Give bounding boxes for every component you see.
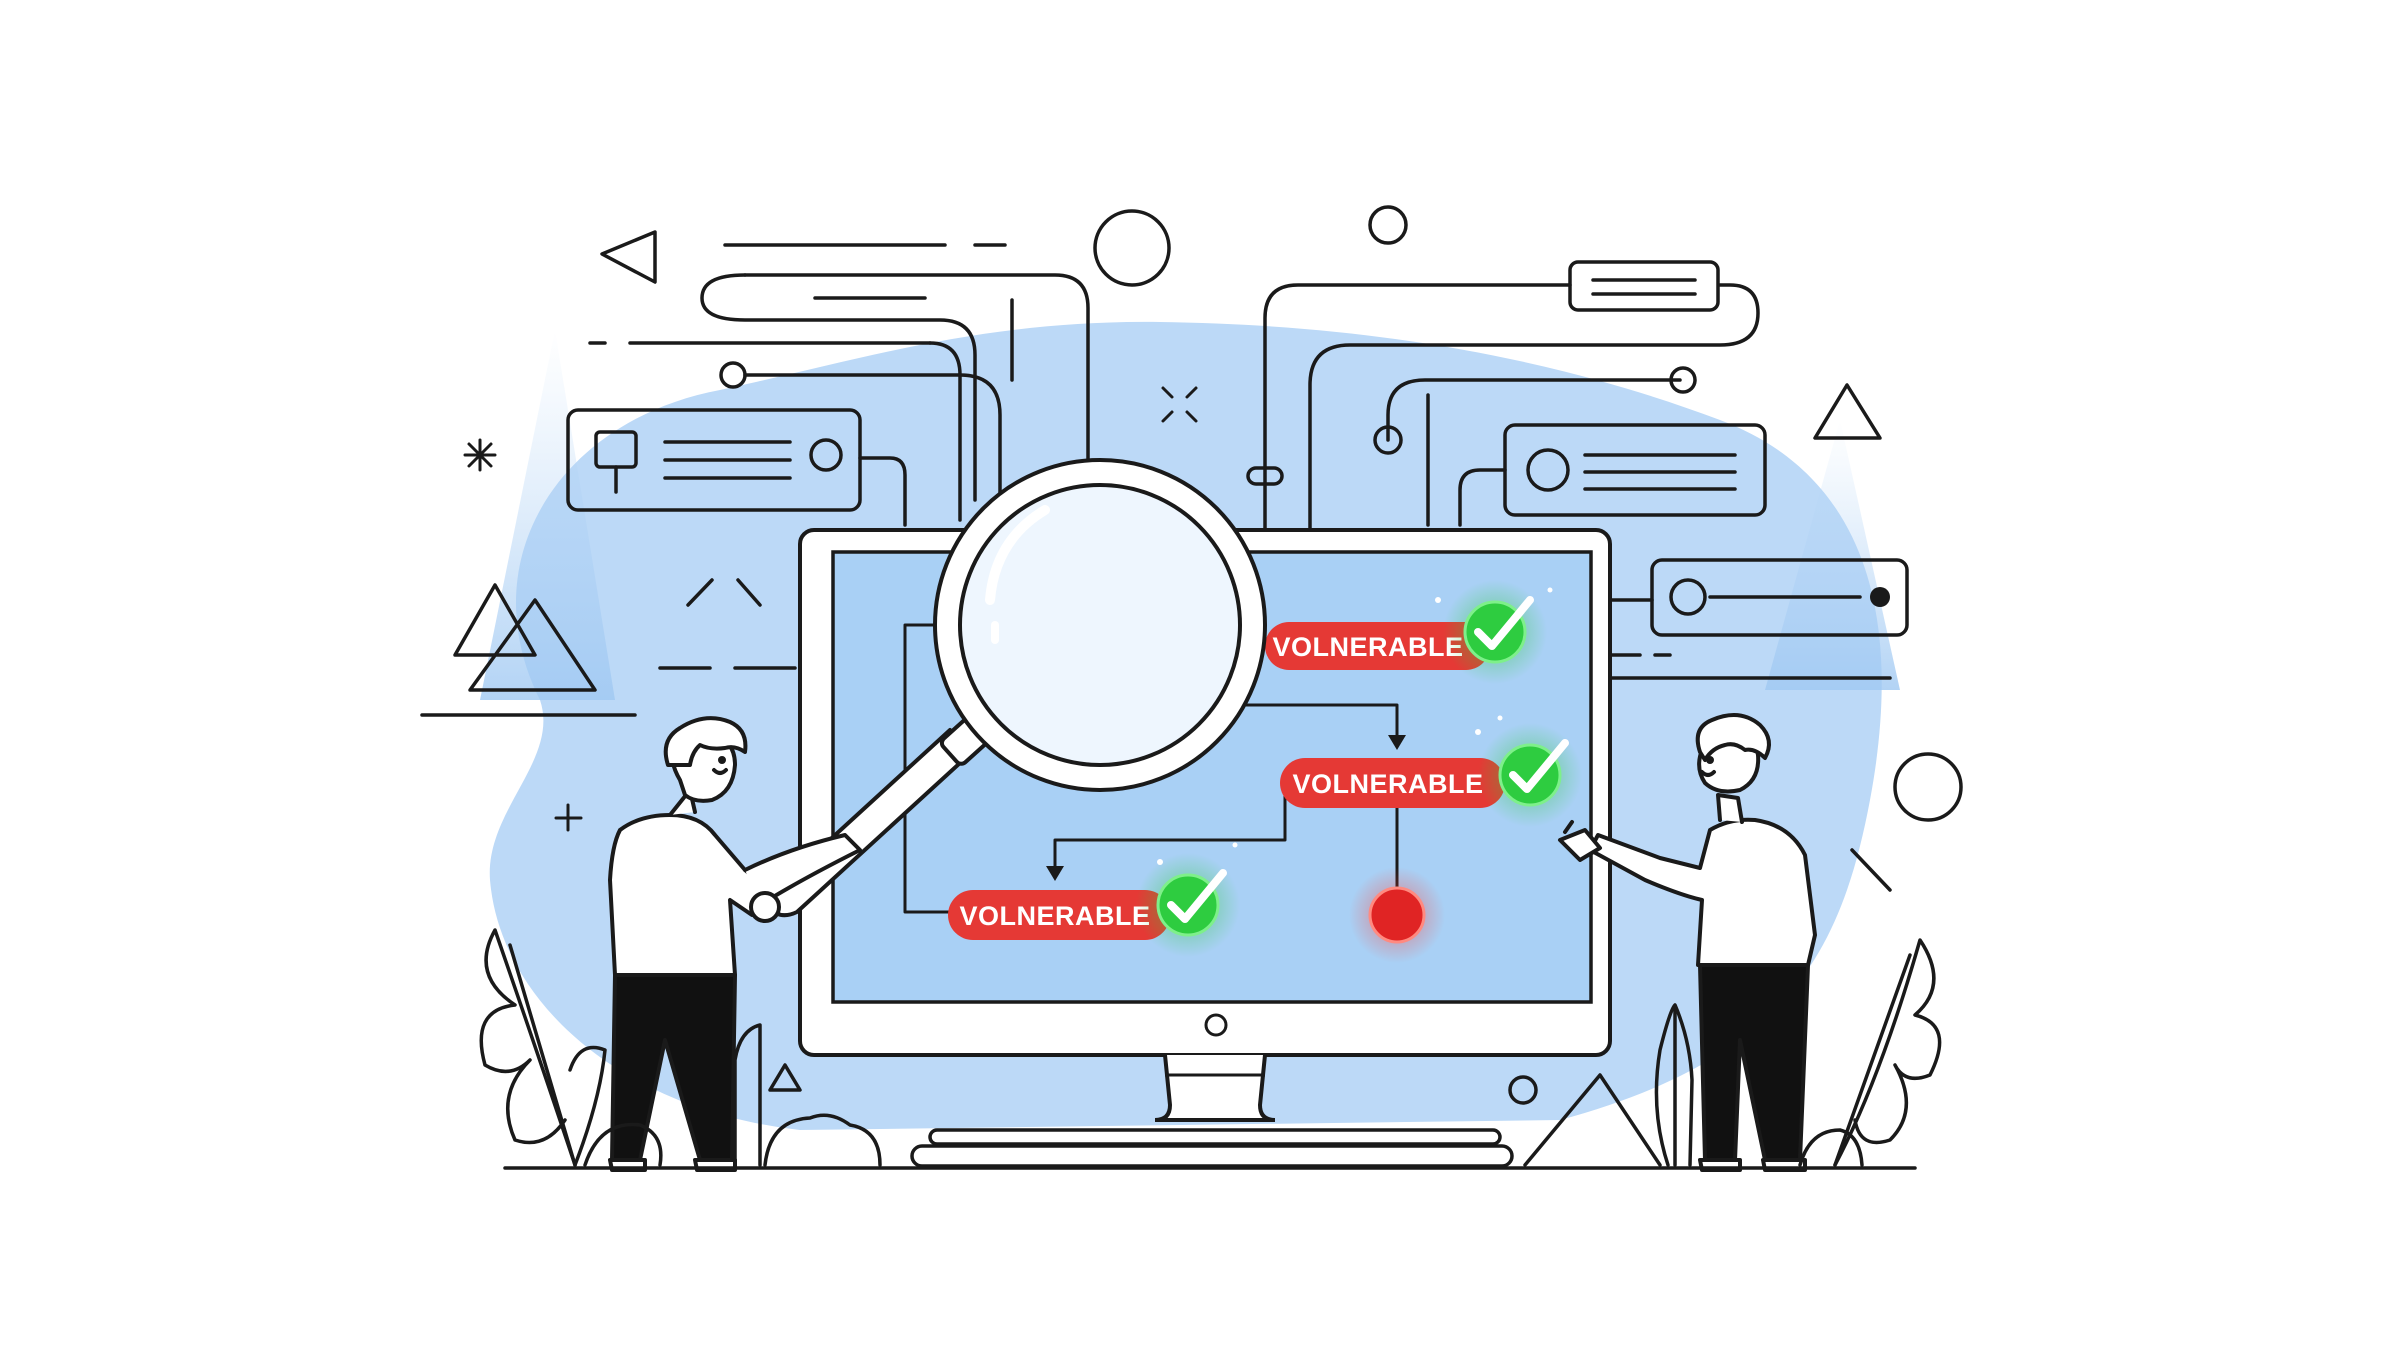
check-icon [1498,743,1562,807]
vulnerability-node [1349,867,1445,963]
check-icon [1463,600,1527,664]
sparkle-icon [554,803,583,832]
info-card-top-right [1568,260,1720,312]
triangle-icon [1813,383,1882,440]
mountain-icon [468,598,597,692]
circle-icon [1893,752,1963,822]
circuit-node [719,361,747,389]
circuit-line [858,456,907,527]
circuit-capsule [1246,466,1284,486]
badge-label: VOLNERABLE [959,901,1150,931]
circuit-line [1308,283,1760,532]
plant-icon [1833,938,1942,1167]
plant-icon [1654,1003,1694,1167]
bush-icon [763,1113,882,1167]
person-left [608,716,862,1172]
decor-line [1850,848,1892,892]
sparkle-icon [1161,386,1198,423]
badge-label: VOLNERABLE [1272,632,1463,662]
circuit-line [1386,378,1682,442]
circle-icon [1368,205,1408,245]
vulnerability-badge: VOLNERABLE [1280,723,1582,827]
vulnerability-badge: VOLNERABLE [1265,580,1547,684]
info-card-left [566,408,862,512]
plant-icon [479,928,577,1167]
plant-icon [568,1045,607,1167]
circuit-line [700,273,977,502]
circuit-line [1458,468,1507,527]
monitor-stand [1154,1054,1276,1122]
arrow-head-icon [1046,866,1064,881]
circle-icon [1526,448,1570,492]
mountain-icon [1523,1073,1662,1167]
sparkle-icon [463,438,497,472]
vulnerability-badge: VOLNERABLE [948,853,1240,957]
circuit-node [1373,425,1403,455]
circuit-node [1669,366,1697,394]
circuit-line [928,341,962,522]
check-icon [1156,873,1220,937]
triangle-icon [768,1063,802,1092]
circuit-line [743,273,1090,532]
circle-icon [1669,578,1707,616]
info-card-slider [1650,558,1909,637]
slider-dot [1870,587,1890,607]
circle-icon [1508,1075,1538,1105]
triangle-icon [600,230,657,284]
bush-icon [1798,1128,1864,1167]
right-light-beam [1765,420,1900,690]
magnifying-glass-icon [764,458,1267,918]
power-button [1204,1013,1228,1037]
circle-icon [809,438,843,472]
arrow-head-icon [1388,735,1406,750]
bush-icon [583,1122,663,1167]
sparkle-icon [1157,587,1553,865]
info-card-right [1503,423,1767,517]
circuit-line [1263,283,1572,532]
circle-icon [1093,209,1171,287]
left-light-beam [480,330,615,700]
badge-label: VOLNERABLE [1292,769,1483,799]
person-right [1558,713,1817,1172]
monitor-base [928,1128,1502,1146]
